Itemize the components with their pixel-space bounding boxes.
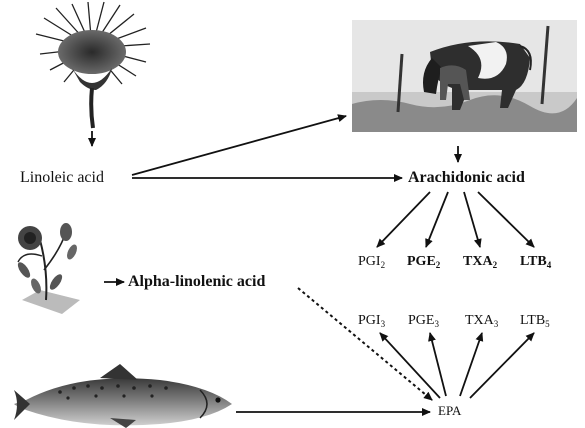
ltb5-label: LTB5: [520, 313, 550, 332]
pge2-label: PGE2: [407, 254, 440, 273]
arrow-linoleic-to-cow: [132, 116, 346, 175]
grazing-cow-icon: [352, 20, 577, 132]
arrow-arachidonic-to-pgi2: [377, 192, 430, 247]
alpha-linolenic-acid-label: Alpha-linolenic acid: [128, 273, 265, 291]
txa2-label: TXA2: [463, 254, 497, 273]
epa-label: EPA: [438, 402, 461, 420]
arrow-arachidonic-to-txa2: [464, 192, 480, 247]
txa3-label: TXA3: [465, 313, 498, 332]
thistle-flower-icon: [36, 2, 150, 128]
pgi2-label: PGI2: [358, 254, 385, 273]
arrow-epa-to-txa3: [460, 333, 482, 396]
arrow-alpha-linolenic-to-epa: [298, 288, 432, 400]
ltb4-label: LTB4: [520, 254, 551, 273]
pgi3-label: PGI3: [358, 313, 385, 332]
arachidonic-acid-label: Arachidonic acid: [408, 169, 525, 187]
salmon-fish-icon: [14, 364, 232, 428]
arrow-epa-to-pgi3: [380, 333, 440, 398]
arrow-epa-to-ltb5: [470, 333, 534, 398]
linoleic-acid-label: Linoleic acid: [20, 169, 104, 187]
arrow-arachidonic-to-pge2: [426, 192, 448, 247]
arrow-epa-to-pge3: [430, 333, 446, 396]
flax-plant-icon: [16, 223, 80, 314]
pge3-label: PGE3: [408, 313, 439, 332]
arrow-arachidonic-to-ltb4: [478, 192, 534, 247]
